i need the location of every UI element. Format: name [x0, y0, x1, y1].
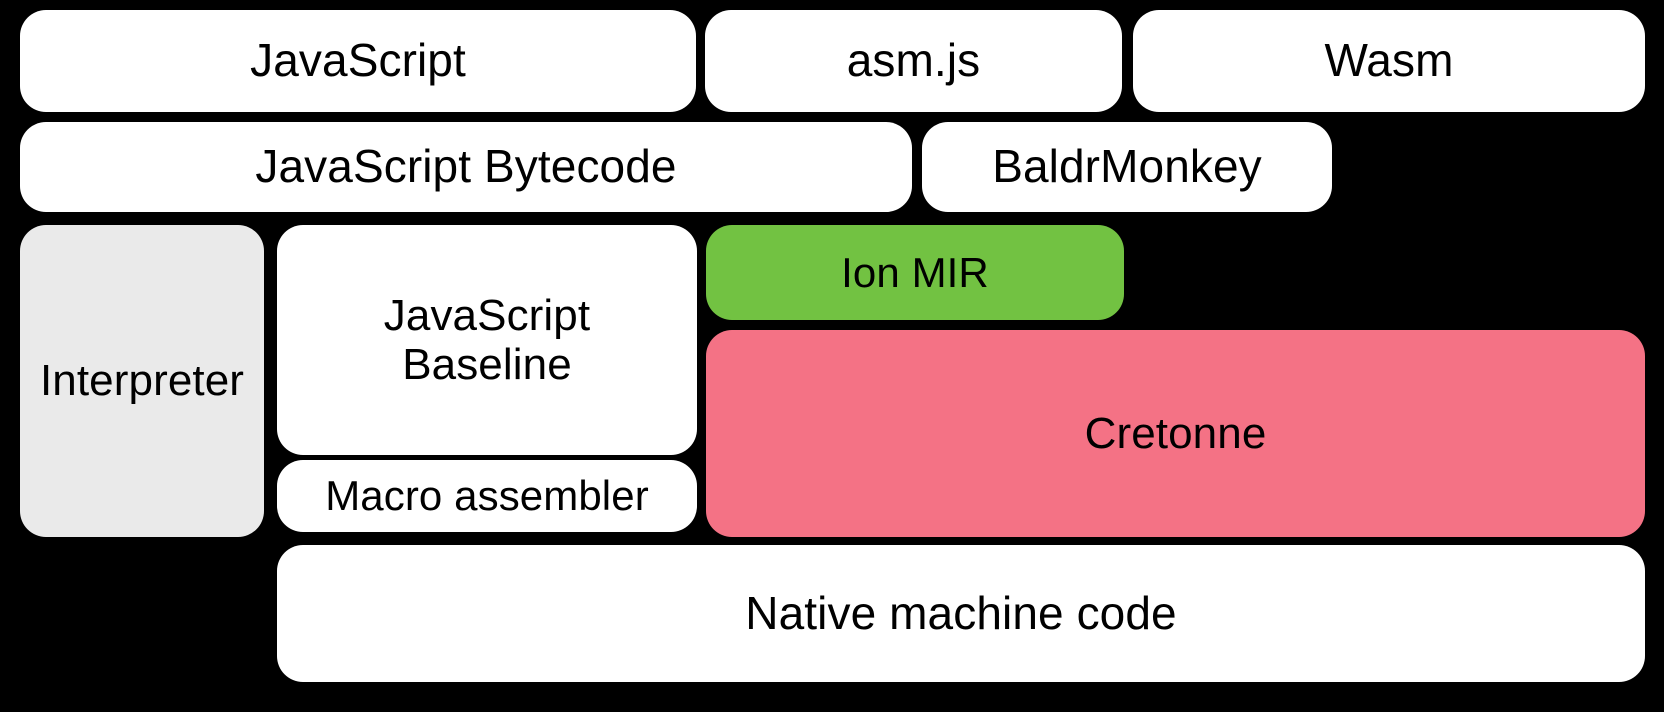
box-javascript: JavaScript	[20, 10, 696, 112]
box-baldrmonkey: BaldrMonkey	[922, 122, 1332, 212]
box-asm-js: asm.js	[705, 10, 1122, 112]
box-macro-assembler: Macro assembler	[277, 460, 697, 532]
box-javascript-baseline: JavaScript Baseline	[277, 225, 697, 455]
box-ion-mir: Ion MIR	[706, 225, 1124, 320]
box-native-machine-code: Native machine code	[277, 545, 1645, 682]
box-interpreter: Interpreter	[20, 225, 264, 537]
box-javascript-bytecode: JavaScript Bytecode	[20, 122, 912, 212]
box-wasm: Wasm	[1133, 10, 1645, 112]
box-cretonne: Cretonne	[706, 330, 1645, 537]
